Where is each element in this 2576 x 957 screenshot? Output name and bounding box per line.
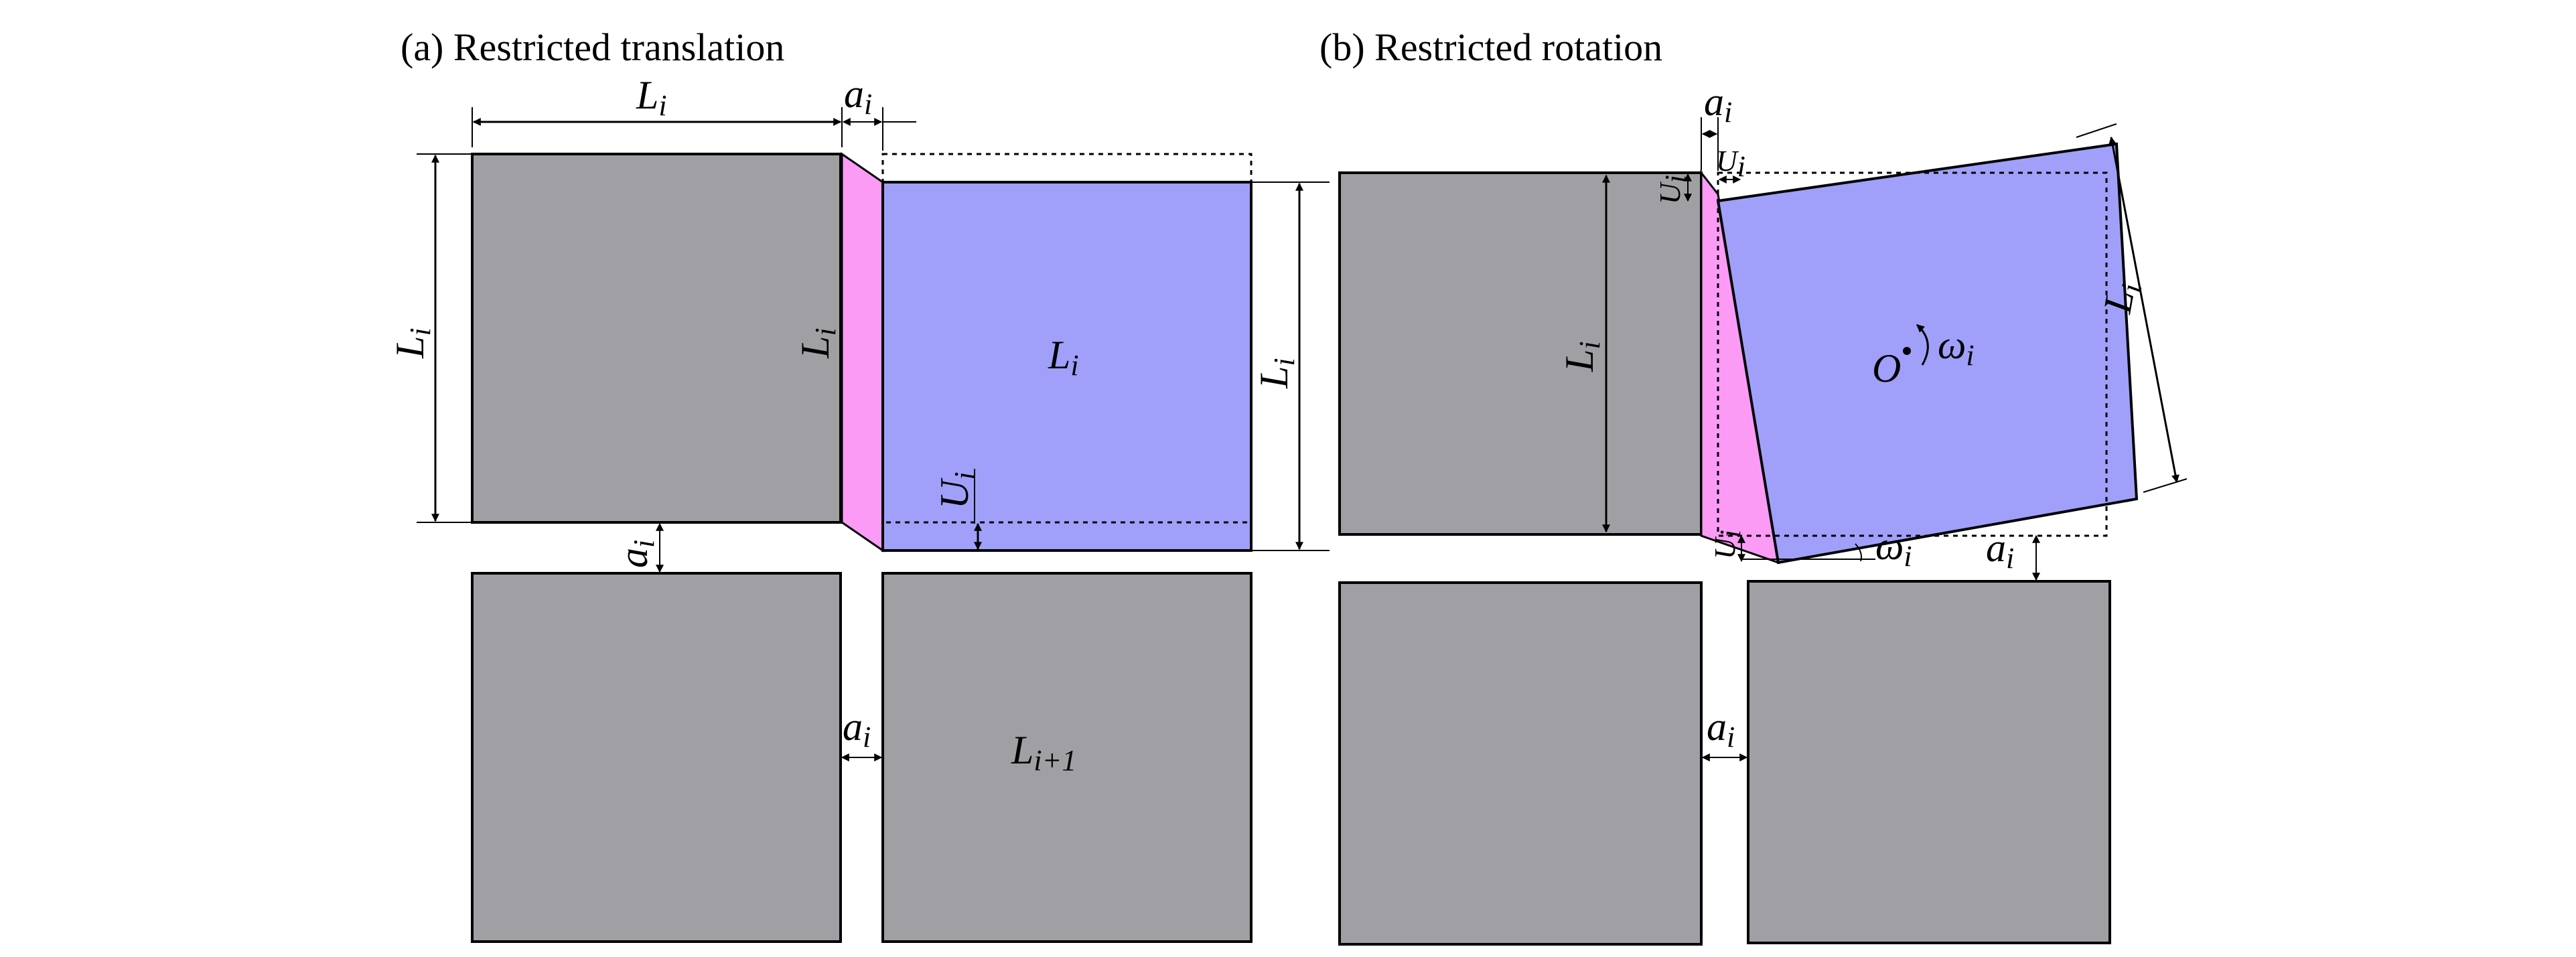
label-a-U: Ui bbox=[932, 471, 981, 509]
label-a-blue-L: Li bbox=[1048, 333, 1079, 382]
label-b-gap-bottom: ai bbox=[1707, 705, 1735, 753]
label-a-top-L: Li bbox=[636, 73, 667, 122]
block-a-top-left bbox=[471, 153, 842, 524]
label-a-gap-bottom: ai bbox=[843, 705, 871, 753]
label-a-top-a: ai bbox=[844, 72, 872, 121]
label-b-U-bottom: Ui bbox=[1709, 530, 1747, 559]
block-b-bottom-left bbox=[1338, 581, 1703, 946]
panel-a-title: (a) Restricted translation bbox=[401, 25, 784, 69]
block-b-top-left bbox=[1338, 171, 1703, 536]
label-a-gap-vertical: ai bbox=[612, 540, 660, 568]
original-position-outline-a bbox=[881, 153, 1253, 524]
label-b-gap-vertical: ai bbox=[1986, 526, 2014, 575]
blue-block-a bbox=[881, 181, 1253, 552]
panel-a: (a) Restricted translation Li ai Li Li L… bbox=[388, 25, 1330, 943]
pink-wedge-a bbox=[841, 152, 884, 553]
panel-b: (b) Restricted rotation ai Ui Ui Li Li O… bbox=[1319, 25, 2188, 946]
label-b-diagonal-L: Li bbox=[2095, 279, 2149, 318]
label-b-top-a: ai bbox=[1704, 80, 1732, 129]
label-a-L-i-plus-1: Li+1 bbox=[1011, 728, 1076, 777]
label-b-omega-center: ωi bbox=[1938, 323, 1975, 372]
dim-arrow-b-diagonal-L bbox=[2108, 136, 2179, 484]
label-b-U-top-vertical: Ui bbox=[1654, 175, 1692, 204]
label-a-wedge-L: Li bbox=[793, 327, 842, 359]
rotation-arrow bbox=[1916, 323, 1929, 366]
panel-b-title: (b) Restricted rotation bbox=[1319, 25, 1662, 69]
block-a-bottom-left bbox=[471, 572, 842, 943]
label-b-O: O bbox=[1872, 346, 1901, 390]
block-b-bottom-right bbox=[1747, 580, 2111, 944]
label-b-U-top: Ui bbox=[1716, 145, 1745, 183]
block-a-bottom-right bbox=[881, 572, 1253, 943]
label-b-omega-bottom: ωi bbox=[1875, 524, 1912, 573]
label-b-gray-L: Li bbox=[1557, 341, 1606, 372]
label-a-right-L: Li bbox=[1252, 358, 1301, 389]
label-a-left-L: Li bbox=[388, 327, 437, 359]
rotation-center-dot bbox=[1903, 347, 1911, 355]
